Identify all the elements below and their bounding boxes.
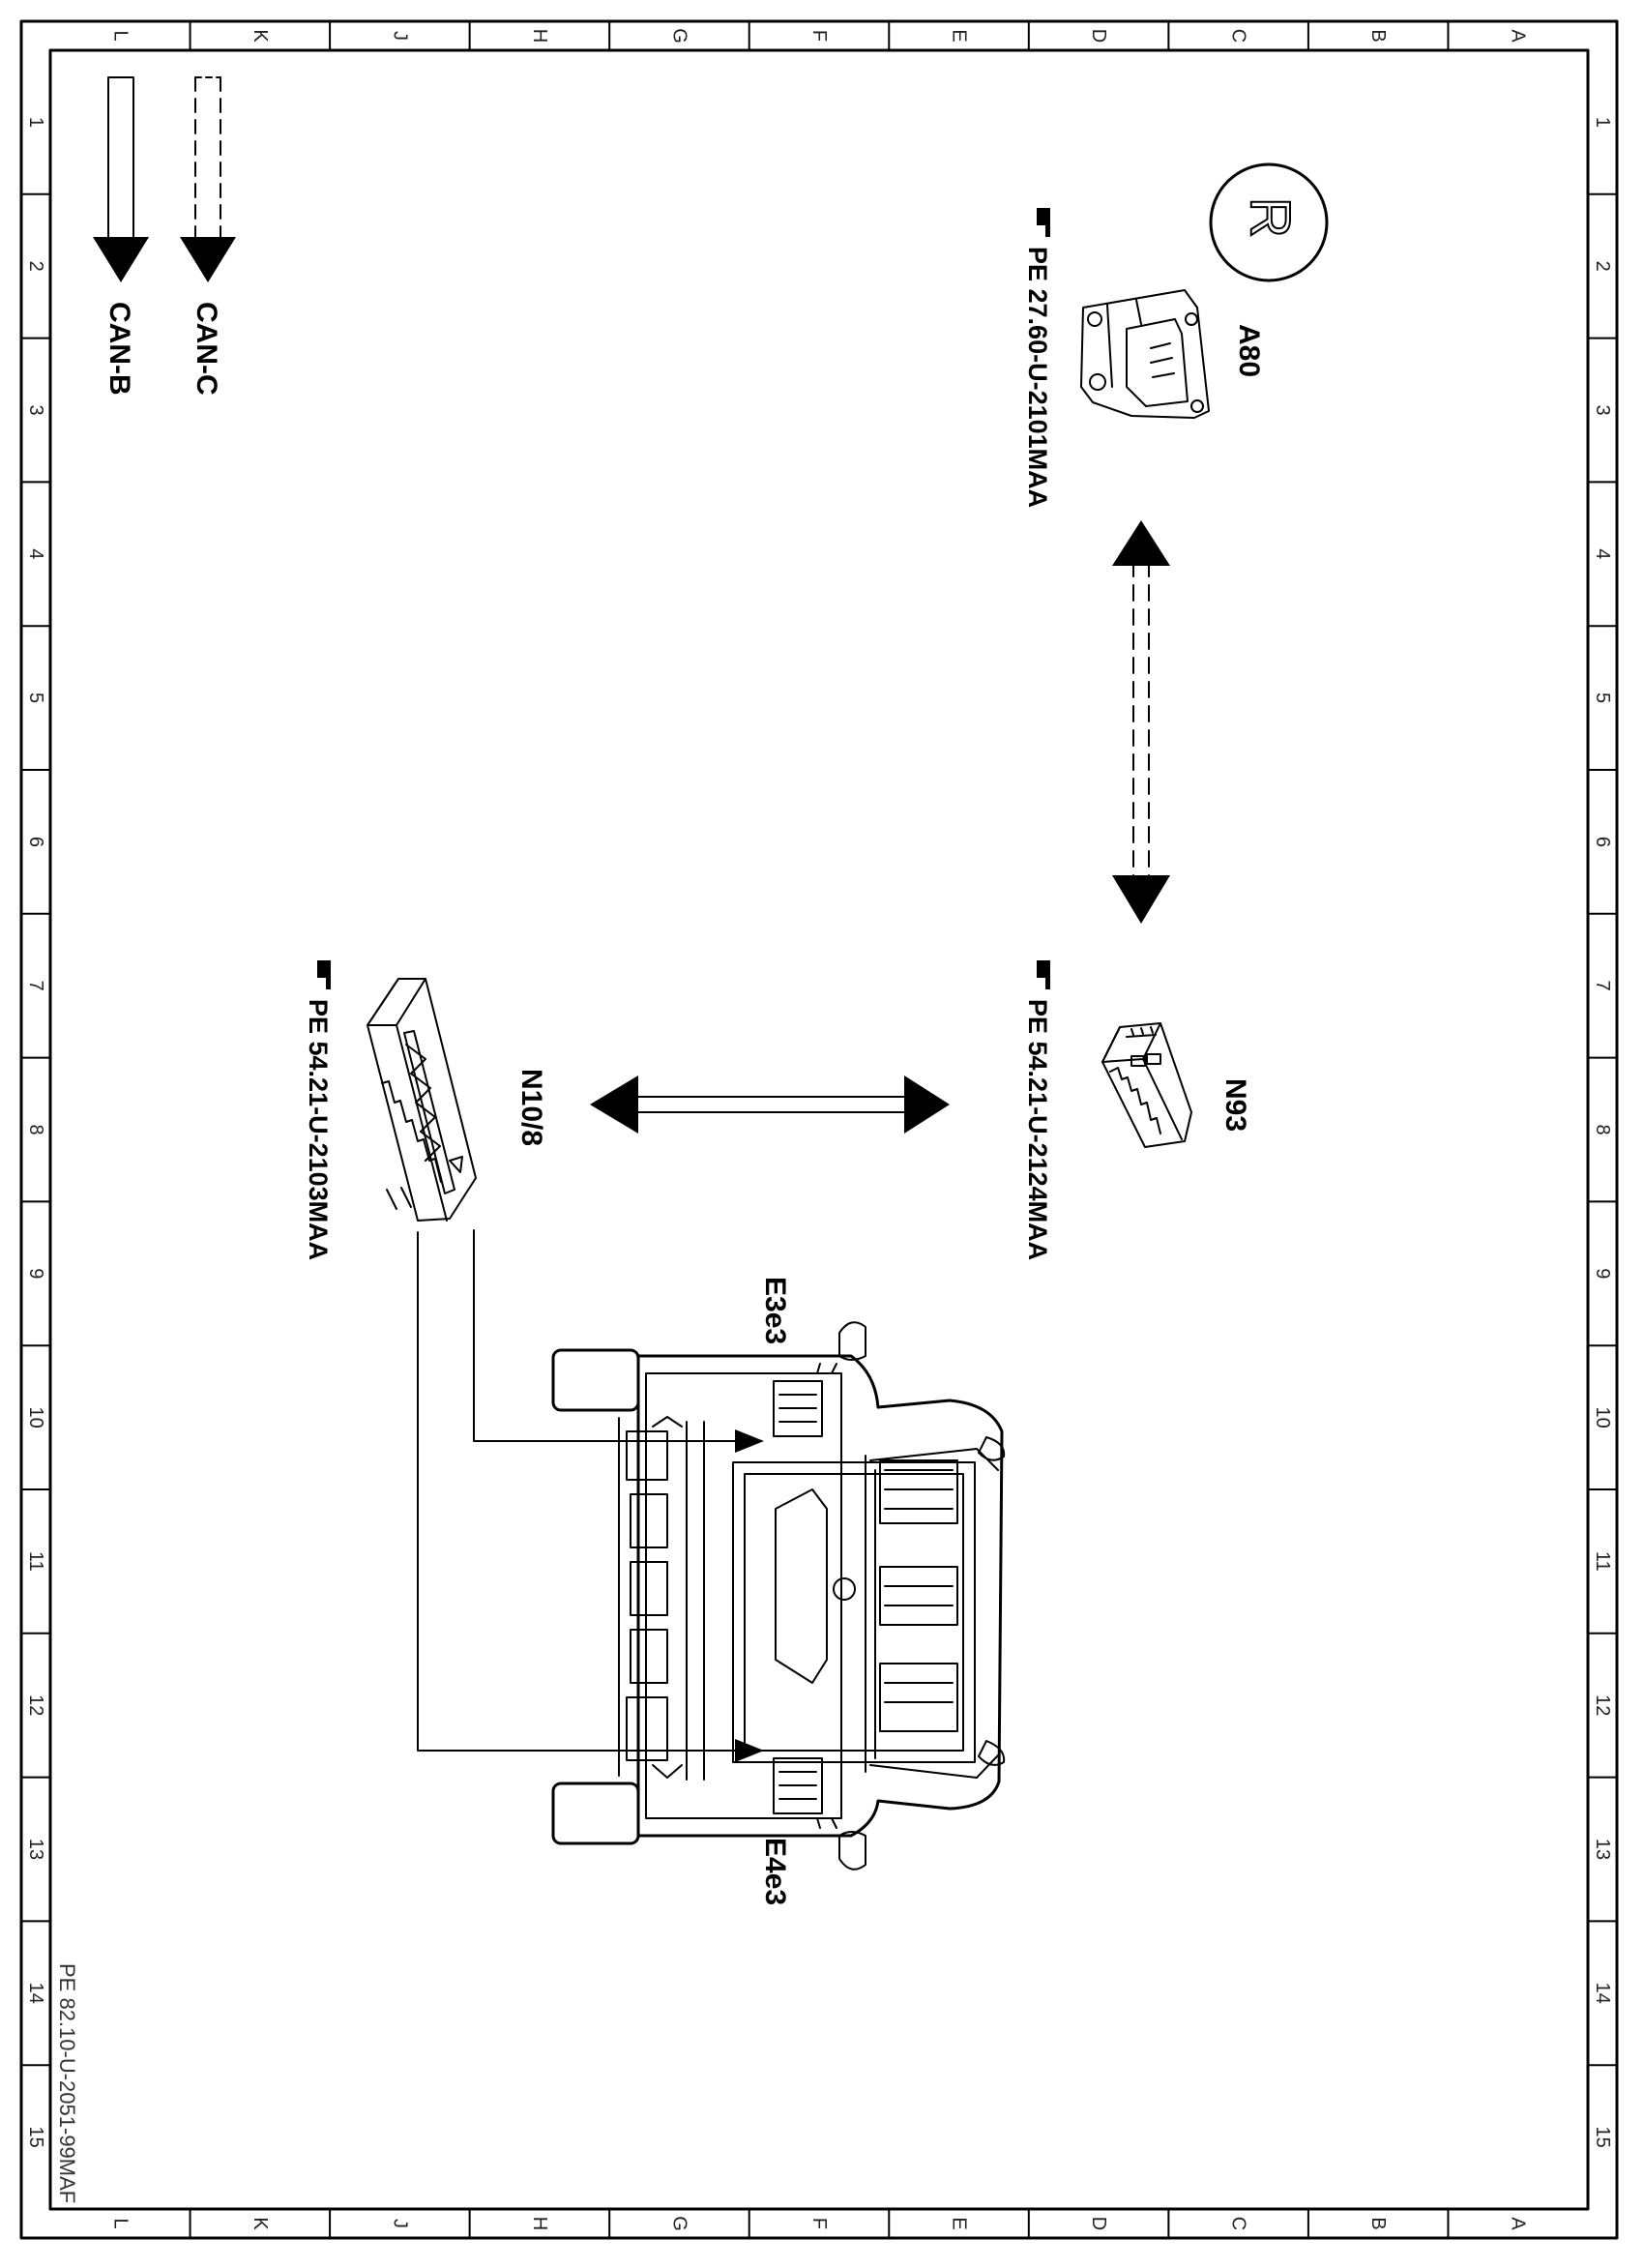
- grid-number-right: 5: [1592, 692, 1613, 703]
- n10-8-module-drawing: [367, 978, 477, 1222]
- circled-r-symbol: R: [1209, 162, 1329, 282]
- grid-letter-top: D: [1088, 29, 1109, 43]
- grid-number-right: 11: [1592, 1551, 1613, 1572]
- grid-number-left: 13: [25, 1839, 46, 1860]
- pointing-hand-icon: [317, 960, 331, 989]
- grid-letter-bottom: E: [949, 2217, 970, 2229]
- grid-number-right: 2: [1592, 261, 1613, 272]
- grid-number-right: 9: [1592, 1268, 1613, 1279]
- grid-letter-top: H: [529, 29, 550, 43]
- e4e3-label: E4e3: [759, 1838, 791, 1905]
- grid-number-left: 8: [25, 1124, 46, 1134]
- grid-number-left: 14: [25, 1983, 46, 2004]
- grid-number-left: 4: [25, 548, 46, 559]
- grid-letter-top: C: [1228, 29, 1249, 43]
- a80-label: A80: [1233, 324, 1265, 377]
- wire-n10-8-to-e4e3: [417, 1231, 764, 1762]
- grid-number-right: 3: [1592, 404, 1613, 415]
- n93-label: N93: [1219, 1078, 1251, 1132]
- grid-letter-top: F: [808, 30, 830, 42]
- grid-number-right: 4: [1592, 548, 1613, 559]
- a80-reference: PE 27.60-U-2101MAA: [1023, 247, 1052, 508]
- wire-n10-8-to-e3e3: [473, 1229, 764, 1453]
- grid-number-right: 14: [1592, 1983, 1613, 2004]
- component-n93: N93 PE 54.21-U-2124MAA: [1023, 960, 1251, 1260]
- legend: CAN-C CAN-B: [93, 76, 236, 396]
- grid-letter-top: K: [250, 29, 271, 43]
- n10-8-label: N10/8: [515, 1069, 547, 1146]
- n93-reference: PE 54.21-U-2124MAA: [1023, 999, 1052, 1260]
- e3e3-label: E3e3: [759, 1277, 791, 1344]
- grid-number-left: 5: [25, 692, 46, 703]
- can-b-label: CAN-B: [103, 302, 135, 396]
- grid-letter-bottom: C: [1228, 2217, 1249, 2230]
- outer-frame: [19, 19, 1619, 2240]
- r-symbol-letter: R: [1239, 197, 1302, 238]
- can-b-bus-arrow: [590, 1075, 950, 1134]
- grid-letter-bottom: K: [250, 2217, 271, 2230]
- grid-number-right: 15: [1592, 2126, 1613, 2147]
- inner-frame: [48, 48, 1590, 2211]
- pointing-hand-icon: [1037, 208, 1050, 237]
- grid-letter-top: G: [668, 28, 690, 44]
- grid-ticks: [20, 20, 1618, 2239]
- n10-8-reference: PE 54.21-U-2103MAA: [304, 999, 333, 1260]
- can-c-arrow-icon: [180, 76, 236, 282]
- component-a80: A80 PE 27.60-U-2101MAA: [1023, 208, 1265, 508]
- n93-module-drawing: [1101, 1022, 1192, 1148]
- grid-letter-top: A: [1508, 29, 1529, 43]
- grid-number-left: 1: [25, 117, 46, 128]
- grid-number-left: 9: [25, 1268, 46, 1279]
- grid-letter-top: B: [1367, 29, 1389, 42]
- grid-number-right: 8: [1592, 1124, 1613, 1134]
- can-c-bus-arrow: [1112, 520, 1170, 924]
- grid-number-right: 7: [1592, 981, 1613, 991]
- grid-number-left: 7: [25, 981, 46, 991]
- grid-letter-top: L: [109, 30, 131, 41]
- can-c-label: CAN-C: [191, 302, 222, 396]
- can-b-arrow-icon: [93, 76, 149, 282]
- grid-number-right: 13: [1592, 1839, 1613, 1860]
- grid-number-left: 10: [25, 1406, 46, 1428]
- grid-letter-bottom: H: [529, 2217, 550, 2230]
- grid-number-left: 12: [25, 1694, 46, 1716]
- grid-letter-bottom: A: [1508, 2217, 1529, 2230]
- grid-number-right: 12: [1592, 1694, 1613, 1716]
- pointing-hand-icon: [1037, 960, 1050, 989]
- grid-letter-bottom: D: [1088, 2217, 1109, 2230]
- component-n10-8: N10/8 PE 54.21-U-2103MAA: [304, 960, 547, 1260]
- grid-number-left: 15: [25, 2126, 46, 2147]
- grid-letter-top: E: [949, 29, 970, 42]
- drawing-code: PE 82.10-U-2051-99MAF: [55, 1963, 79, 2203]
- grid-number-right: 6: [1592, 837, 1613, 847]
- a80-module-drawing: [1080, 289, 1210, 419]
- grid-letter-bottom: B: [1367, 2217, 1389, 2229]
- grid-number-left: 3: [25, 404, 46, 415]
- grid-number-left: 2: [25, 261, 46, 272]
- grid-number-left: 11: [25, 1551, 46, 1572]
- grid-letter-bottom: J: [389, 2219, 410, 2228]
- grid-letter-top: J: [389, 31, 410, 41]
- vehicle-rear-view: [551, 1321, 1006, 1870]
- grid-letter-bottom: G: [668, 2216, 690, 2231]
- grid-number-right: 1: [1592, 117, 1613, 128]
- grid-letter-bottom: F: [808, 2218, 830, 2229]
- grid-number-left: 6: [25, 837, 46, 847]
- grid-number-right: 10: [1592, 1406, 1613, 1428]
- grid-letter-bottom: L: [109, 2218, 131, 2228]
